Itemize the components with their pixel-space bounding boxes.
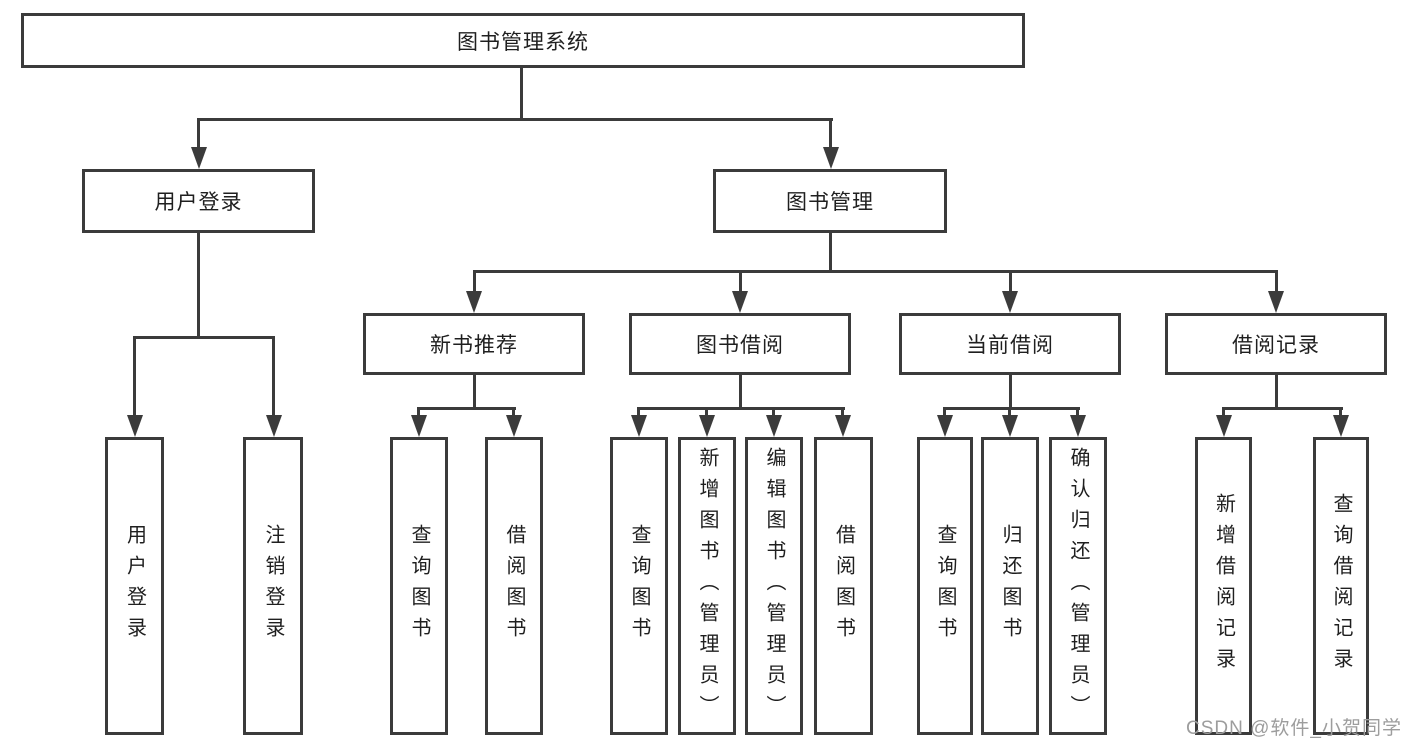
connector-leaf-drop (841, 407, 844, 417)
connector-current-stem (1009, 375, 1012, 407)
arrow-down-icon (1333, 415, 1349, 437)
leaf-add-borrow-record: 新增借阅记录 (1195, 437, 1252, 735)
connector-leaf-drop (705, 407, 708, 417)
leaf-user-login-label: 用户登录 (123, 524, 146, 648)
arrow-down-icon (823, 147, 839, 169)
leaf-recommend-query-book: 查询图书 (390, 437, 448, 735)
connector-records-stem (1275, 375, 1278, 407)
node-root-system: 图书管理系统 (21, 13, 1025, 68)
connector-borrowing-bar (638, 407, 845, 410)
leaf-current-query-book-label: 查询图书 (934, 524, 956, 648)
connector-book-mgmt-stem (829, 233, 832, 270)
node-current-borrowing-label: 当前借阅 (966, 334, 1054, 357)
csdn-watermark: CSDN @软件_小贺同学 (1186, 718, 1402, 739)
connector-user-login-bar (133, 336, 275, 339)
connector-l3-drop (1009, 270, 1012, 293)
connector-level1-bar (197, 118, 833, 121)
arrow-down-icon (937, 415, 953, 437)
leaf-user-login: 用户登录 (105, 437, 164, 735)
connector-leaf-drop (943, 407, 946, 417)
leaf-add-book-admin: 新增图书（管理员） (678, 437, 736, 735)
leaf-query-borrow-record: 查询借阅记录 (1313, 437, 1369, 735)
arrow-down-icon (411, 415, 427, 437)
connector-leaf-drop (1076, 407, 1079, 417)
connector-leaf-drop (272, 336, 275, 417)
arrow-down-icon (1002, 415, 1018, 437)
arrow-down-icon (699, 415, 715, 437)
leaf-borrowing-borrow-book: 借阅图书 (814, 437, 873, 735)
leaf-return-book-label: 归还图书 (999, 524, 1021, 648)
leaf-recommend-borrow-book-label: 借阅图书 (503, 524, 525, 648)
connector-l3-drop (1275, 270, 1278, 293)
leaf-current-query-book: 查询图书 (917, 437, 973, 735)
node-root-system-label: 图书管理系统 (457, 30, 589, 54)
node-user-login: 用户登录 (82, 169, 315, 233)
connector-root-stem (520, 68, 523, 118)
connector-leaf-drop (133, 336, 136, 417)
node-borrow-records: 借阅记录 (1165, 313, 1387, 375)
connector-recommend-stem (473, 375, 476, 407)
connector-l3-drop (739, 270, 742, 293)
node-borrow-records-label: 借阅记录 (1232, 334, 1320, 357)
leaf-logout-label: 注销登录 (262, 524, 284, 648)
node-book-management: 图书管理 (713, 169, 947, 233)
node-user-login-label: 用户登录 (154, 191, 243, 214)
connector-borrowing-stem (739, 375, 742, 407)
connector-recommend-bar (418, 407, 516, 410)
arrow-down-icon (1216, 415, 1232, 437)
leaf-edit-book-admin-label: 编辑图书（管理员） (763, 446, 785, 726)
leaf-borrowing-query-book-label: 查询图书 (628, 524, 650, 648)
leaf-confirm-return-admin: 确认归还（管理员） (1049, 437, 1107, 735)
leaf-borrowing-borrow-book-label: 借阅图书 (832, 524, 855, 648)
node-new-book-recommend: 新书推荐 (363, 313, 585, 375)
arrow-down-icon (191, 147, 207, 169)
leaf-borrowing-query-book: 查询图书 (610, 437, 668, 735)
leaf-recommend-query-book-label: 查询图书 (408, 524, 430, 648)
connector-current-bar (944, 407, 1080, 410)
leaf-edit-book-admin: 编辑图书（管理员） (745, 437, 803, 735)
node-new-book-recommend-label: 新书推荐 (430, 334, 518, 357)
leaf-query-borrow-record-label: 查询借阅记录 (1330, 493, 1352, 679)
connector-user-login-stem (197, 233, 200, 336)
connector-user-login-drop (197, 118, 200, 150)
arrow-down-icon (466, 291, 482, 313)
arrow-down-icon (766, 415, 782, 437)
connector-level3-bar (473, 270, 1278, 273)
arrow-down-icon (732, 291, 748, 313)
connector-leaf-drop (512, 407, 515, 417)
node-current-borrowing: 当前借阅 (899, 313, 1121, 375)
connector-leaf-drop (1339, 407, 1342, 417)
arrow-down-icon (835, 415, 851, 437)
connector-leaf-drop (1222, 407, 1225, 417)
node-book-borrowing: 图书借阅 (629, 313, 851, 375)
leaf-recommend-borrow-book: 借阅图书 (485, 437, 543, 735)
node-book-management-label: 图书管理 (786, 191, 874, 214)
connector-l3-drop (473, 270, 476, 293)
leaf-logout: 注销登录 (243, 437, 303, 735)
leaf-return-book: 归还图书 (981, 437, 1039, 735)
arrow-down-icon (506, 415, 522, 437)
connector-leaf-drop (417, 407, 420, 417)
connector-records-bar (1223, 407, 1343, 410)
arrow-down-icon (127, 415, 143, 437)
leaf-add-borrow-record-label: 新增借阅记录 (1212, 493, 1235, 679)
connector-book-mgmt-drop (829, 118, 832, 150)
connector-leaf-drop (772, 407, 775, 417)
leaf-confirm-return-admin-label: 确认归还（管理员） (1067, 446, 1089, 726)
connector-leaf-drop (637, 407, 640, 417)
node-book-borrowing-label: 图书借阅 (696, 334, 784, 357)
leaf-add-book-admin-label: 新增图书（管理员） (696, 446, 718, 726)
connector-leaf-drop (1008, 407, 1011, 417)
arrow-down-icon (1070, 415, 1086, 437)
arrow-down-icon (266, 415, 282, 437)
arrow-down-icon (631, 415, 647, 437)
arrow-down-icon (1002, 291, 1018, 313)
arrow-down-icon (1268, 291, 1284, 313)
